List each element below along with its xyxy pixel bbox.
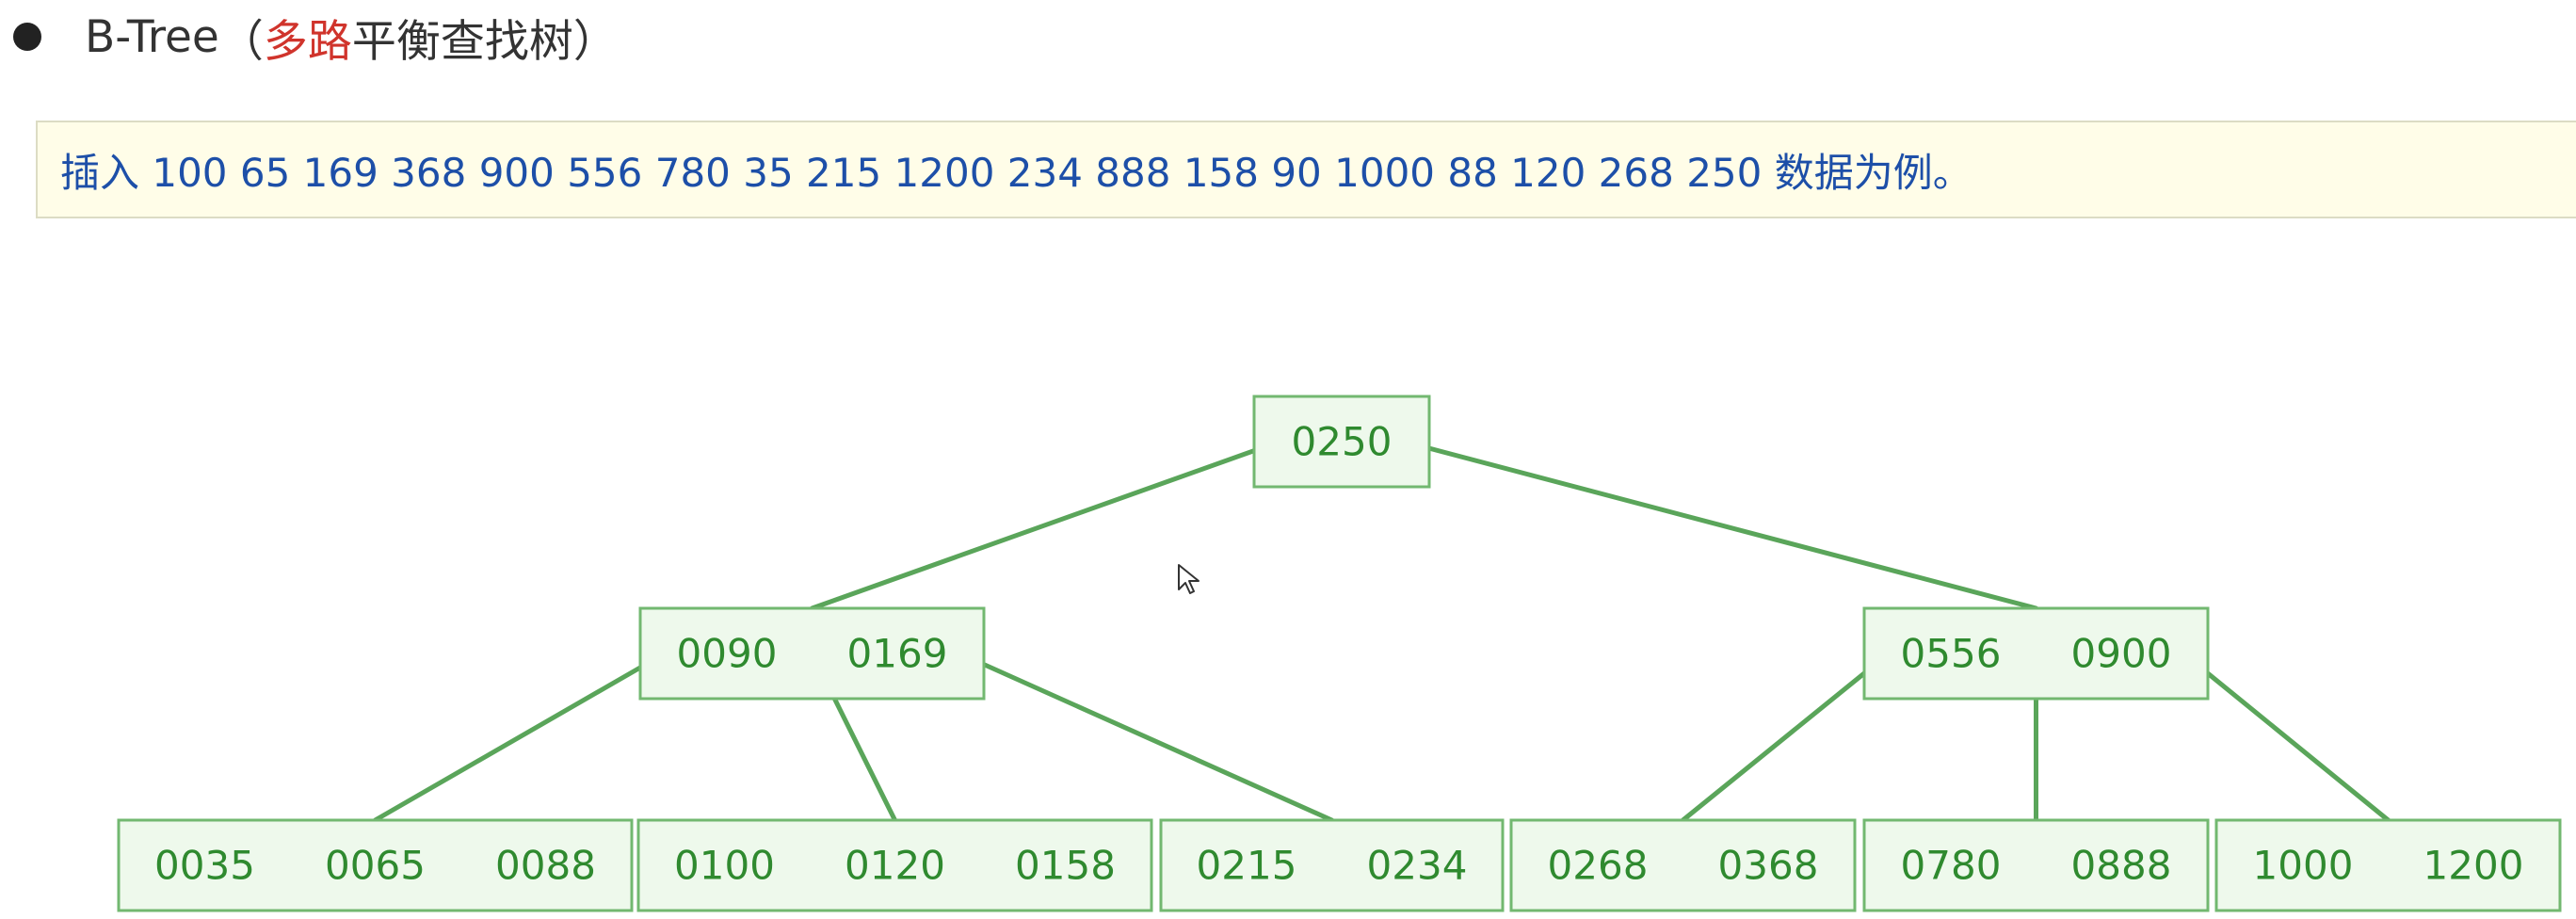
node-leaf-5: [1862, 818, 2210, 912]
key-leaf-4-1: 0368: [1718, 843, 1819, 889]
node-leaf-6: [2214, 818, 2562, 912]
key-leaf-3-1: 0234: [1367, 843, 1468, 889]
key-right-1: 0900: [2071, 631, 2172, 677]
nodes-layer: 0250 0090 0169 0556 0900 0035 0065 0088 0100 0120…: [117, 395, 2562, 912]
node-leaf-2: [636, 818, 1153, 912]
key-leaf-4-0: 0268: [1548, 843, 1649, 889]
edge-right-to-leaf-6: [2181, 651, 2391, 823]
heading-paren-open: （: [218, 15, 264, 68]
section-heading: B-Tree （ 多路 平衡查找树 ）: [13, 4, 618, 70]
key-right-0: 0556: [1901, 631, 2002, 677]
key-leaf-1-0: 0035: [154, 843, 255, 889]
node-leaf-4: [1509, 818, 1857, 912]
insert-data-note: 插入 100 65 169 368 900 556 780 35 215 120…: [36, 121, 2576, 218]
key-root-0: 0250: [1292, 419, 1393, 465]
key-leaf-1-1: 0065: [325, 843, 426, 889]
edge-left-to-leaf-1: [373, 651, 668, 823]
key-leaf-5-1: 0888: [2071, 843, 2172, 889]
key-left-0: 0090: [677, 631, 778, 677]
key-leaf-2-0: 0100: [674, 843, 775, 889]
heading-rest: 平衡查找树: [351, 15, 573, 68]
edge-root-to-left: [810, 439, 1282, 611]
edges-layer: [373, 439, 2391, 823]
bullet-icon: [13, 23, 41, 51]
heading-title: B-Tree: [85, 10, 219, 63]
key-leaf-6-1: 1200: [2423, 843, 2524, 889]
node-root: [1252, 395, 1431, 489]
heading-paren-close: ）: [572, 15, 618, 68]
key-left-1: 0169: [847, 631, 948, 677]
key-leaf-5-0: 0780: [1901, 843, 2002, 889]
node-leaf-3: [1159, 818, 1505, 912]
key-leaf-3-0: 0215: [1197, 843, 1297, 889]
node-left: [638, 606, 986, 701]
mouse-cursor-icon: [1178, 564, 1199, 594]
edge-right-to-leaf-4: [1681, 651, 1892, 823]
key-leaf-1-2: 0088: [495, 843, 596, 889]
edge-left-to-leaf-3: [957, 651, 1334, 823]
key-leaf-2-1: 0120: [845, 843, 945, 889]
edge-root-to-right: [1401, 439, 2038, 611]
node-leaf-1: [117, 818, 634, 912]
note-text: 插入 100 65 169 368 900 556 780 35 215 120…: [60, 149, 1972, 196]
key-leaf-6-0: 1000: [2253, 843, 2354, 889]
node-right: [1862, 606, 2210, 701]
key-leaf-2-2: 0158: [1015, 843, 1116, 889]
heading-highlight: 多路: [263, 15, 352, 68]
